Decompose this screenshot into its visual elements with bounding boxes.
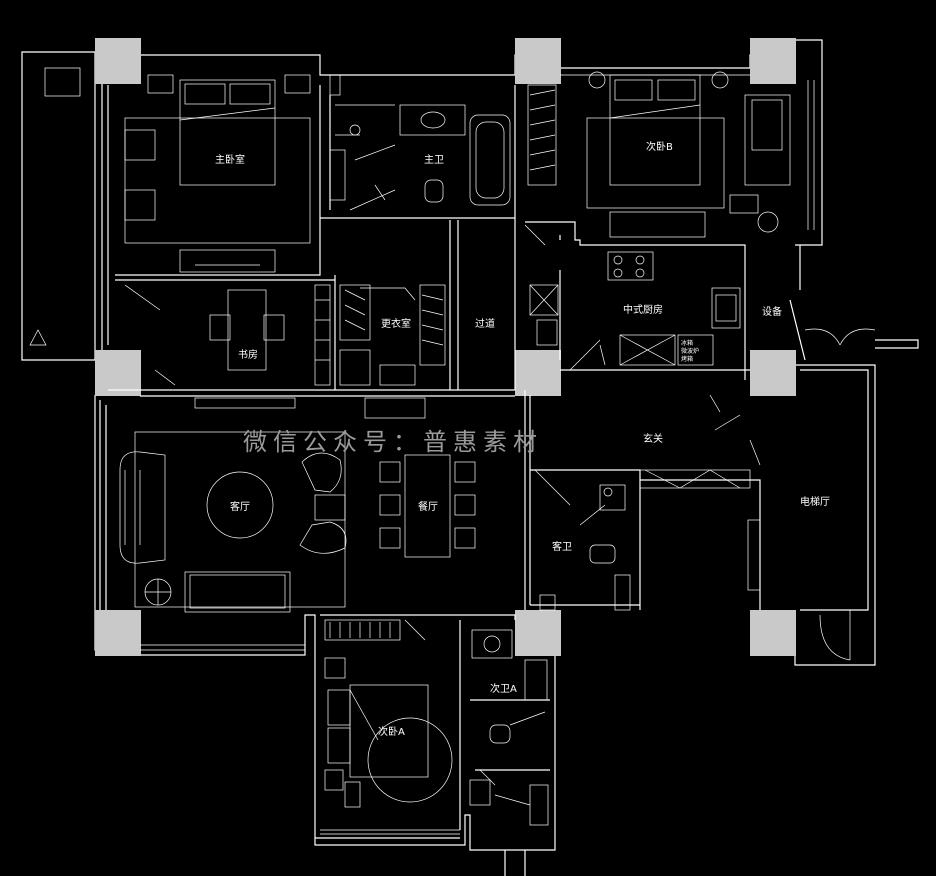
label-study: 书房 [238,348,258,361]
label-living-room: 客厅 [230,500,250,513]
label-guest-bath: 客卫 [552,540,572,553]
watermark-text: 微信公众号：普惠素材 [243,428,543,456]
label-walk-in-closet: 更衣室 [381,317,411,330]
closet-furniture [339,284,446,419]
study-furniture [124,284,331,409]
label-master-bedroom: 主卧室 [215,153,245,166]
foyer-and-guest-bath [534,394,761,611]
bedroom-b-furniture [527,71,791,238]
living-room-furniture [119,431,347,613]
dining-furniture [379,454,476,558]
elevator-hall-doors [804,328,876,661]
master-bedroom-furniture [124,74,341,273]
label-bath-a: 次卫A [490,682,517,695]
room-labels: 主卧室 主卫 次卧B 过道 更衣室 书房 中式厨房 设备 玄关 客厅 餐厅 客卫… [215,140,830,738]
label-appliance-2: 微波炉 [681,347,699,355]
balcony-left [29,67,81,346]
label-dining-room: 餐厅 [418,500,438,513]
label-equipment: 设备 [762,305,782,318]
label-appliance-1: 冰箱 [681,339,693,347]
kitchen-furniture [524,224,741,371]
label-bedroom-a: 次卧A [378,725,405,738]
label-chinese-kitchen: 中式厨房 [623,303,663,316]
windows [140,74,815,835]
label-bedroom-b: 次卧B [646,140,673,153]
label-foyer: 玄关 [643,432,663,445]
interior-walls [108,85,806,839]
bath-a-fixtures [469,629,549,826]
master-bath-fixtures [329,104,511,211]
label-elevator-hall: 电梯厅 [800,495,830,508]
label-appliance-3: 烤箱 [681,355,693,363]
bedroom-a-furniture [324,619,453,808]
label-master-bath: 主卫 [424,154,444,166]
structural-columns [95,38,796,656]
label-corridor: 过道 [475,317,495,330]
